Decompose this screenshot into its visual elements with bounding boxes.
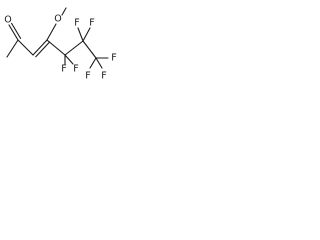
bond-c7-f-b bbox=[89, 57, 97, 69]
bond-c2-o-carbonyl-b bbox=[11, 22, 22, 39]
bond-c1-c2 bbox=[6, 39, 19, 58]
bond-c5-f-b bbox=[64, 54, 74, 65]
atom-f-c6b: F bbox=[89, 18, 94, 29]
bond-c3-c4-b bbox=[35, 41, 51, 58]
atom-label-layer: O O F F F F F F F bbox=[4, 14, 116, 82]
bond-c7-f-c bbox=[95, 57, 103, 69]
bond-c5-c6 bbox=[64, 40, 84, 56]
structure-diagram: O O F F F F F F F bbox=[4, 7, 117, 82]
bond-c6-f-b bbox=[82, 27, 91, 42]
bond-c4-o-methoxy bbox=[46, 23, 57, 41]
atom-f-c5b: F bbox=[73, 64, 78, 75]
atom-f-c7b: F bbox=[85, 71, 90, 82]
atom-f-c6a: F bbox=[74, 18, 79, 29]
bond-layer bbox=[6, 7, 109, 69]
atom-o-carbonyl: O bbox=[4, 15, 11, 26]
bond-c6-f-a bbox=[77, 27, 84, 42]
atom-f-c7c: F bbox=[101, 71, 106, 82]
bond-c6-c7 bbox=[82, 40, 97, 59]
atom-o-methoxy: O bbox=[54, 14, 61, 25]
atom-f-c7a: F bbox=[111, 53, 116, 64]
bond-c2-c3 bbox=[17, 39, 34, 56]
bond-o-methyl bbox=[61, 7, 67, 16]
atom-f-c5a: F bbox=[61, 64, 66, 75]
bond-c3-c4-a bbox=[32, 39, 48, 56]
bond-c4-c5 bbox=[46, 39, 66, 56]
bond-c2-o-carbonyl-a bbox=[8, 24, 19, 41]
